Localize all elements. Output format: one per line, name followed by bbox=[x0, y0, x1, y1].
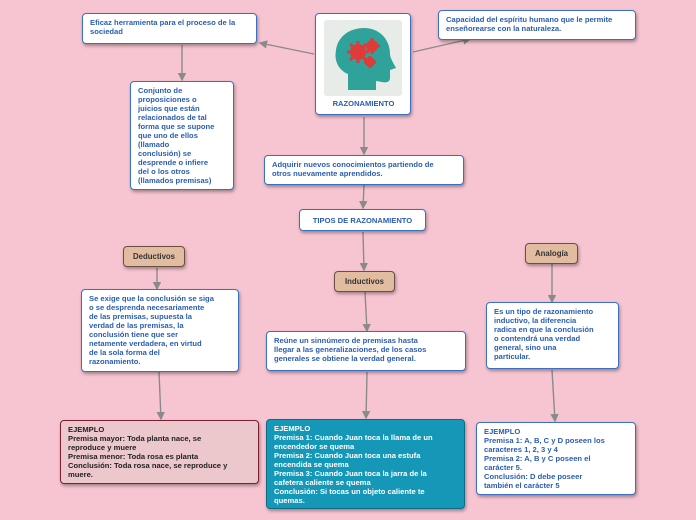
node-deductive-description[interactable]: Se exige que la conclusión se siga o se … bbox=[81, 289, 239, 372]
link-root-topleft bbox=[258, 40, 315, 55]
node-deductive-example[interactable]: EJEMPLO Premisa mayor: Toda planta nace,… bbox=[60, 420, 259, 484]
node-types-title[interactable]: TIPOS DE RAZONAMIENTO bbox=[299, 209, 426, 231]
link-deductive-example bbox=[156, 371, 165, 421]
node-inductive-example[interactable]: EJEMPLO Premisa 1: Cuando Juan toca la l… bbox=[266, 419, 465, 509]
tag-inductive[interactable]: Inductivos bbox=[334, 271, 395, 292]
head-gears-icon bbox=[324, 20, 402, 96]
tag-analogy[interactable]: Analogía bbox=[525, 243, 578, 264]
link-types-inductive bbox=[359, 231, 369, 272]
node-acquire-knowledge[interactable]: Adquirir nuevos conocimientos partiendo … bbox=[264, 155, 464, 185]
node-human-spirit-capacity[interactable]: Capacidad del espíritu humano que le per… bbox=[438, 10, 636, 40]
link-inductive-desc bbox=[362, 291, 371, 333]
link-acquire-types bbox=[359, 184, 368, 210]
root-label: RAZONAMIENTO bbox=[332, 99, 395, 108]
node-inductive-description[interactable]: Reúne un sinnúmero de premisas hasta lle… bbox=[266, 331, 466, 371]
node-analogy-example[interactable]: EJEMPLO Premisa 1: A, B, C y D poseen lo… bbox=[476, 422, 636, 495]
link-root-topright bbox=[412, 36, 472, 53]
link-analogy-example bbox=[550, 369, 559, 423]
node-analogy-description[interactable]: Es un tipo de razonamiento inductivo, la… bbox=[486, 302, 619, 369]
link-inductive-example bbox=[361, 371, 371, 420]
node-definition[interactable]: Conjunto de proposiciones o juicios que … bbox=[130, 81, 234, 190]
node-tool-for-society[interactable]: Eficaz herramienta para el proceso de la… bbox=[82, 13, 257, 44]
tag-deductive[interactable]: Deductivos bbox=[123, 246, 185, 267]
